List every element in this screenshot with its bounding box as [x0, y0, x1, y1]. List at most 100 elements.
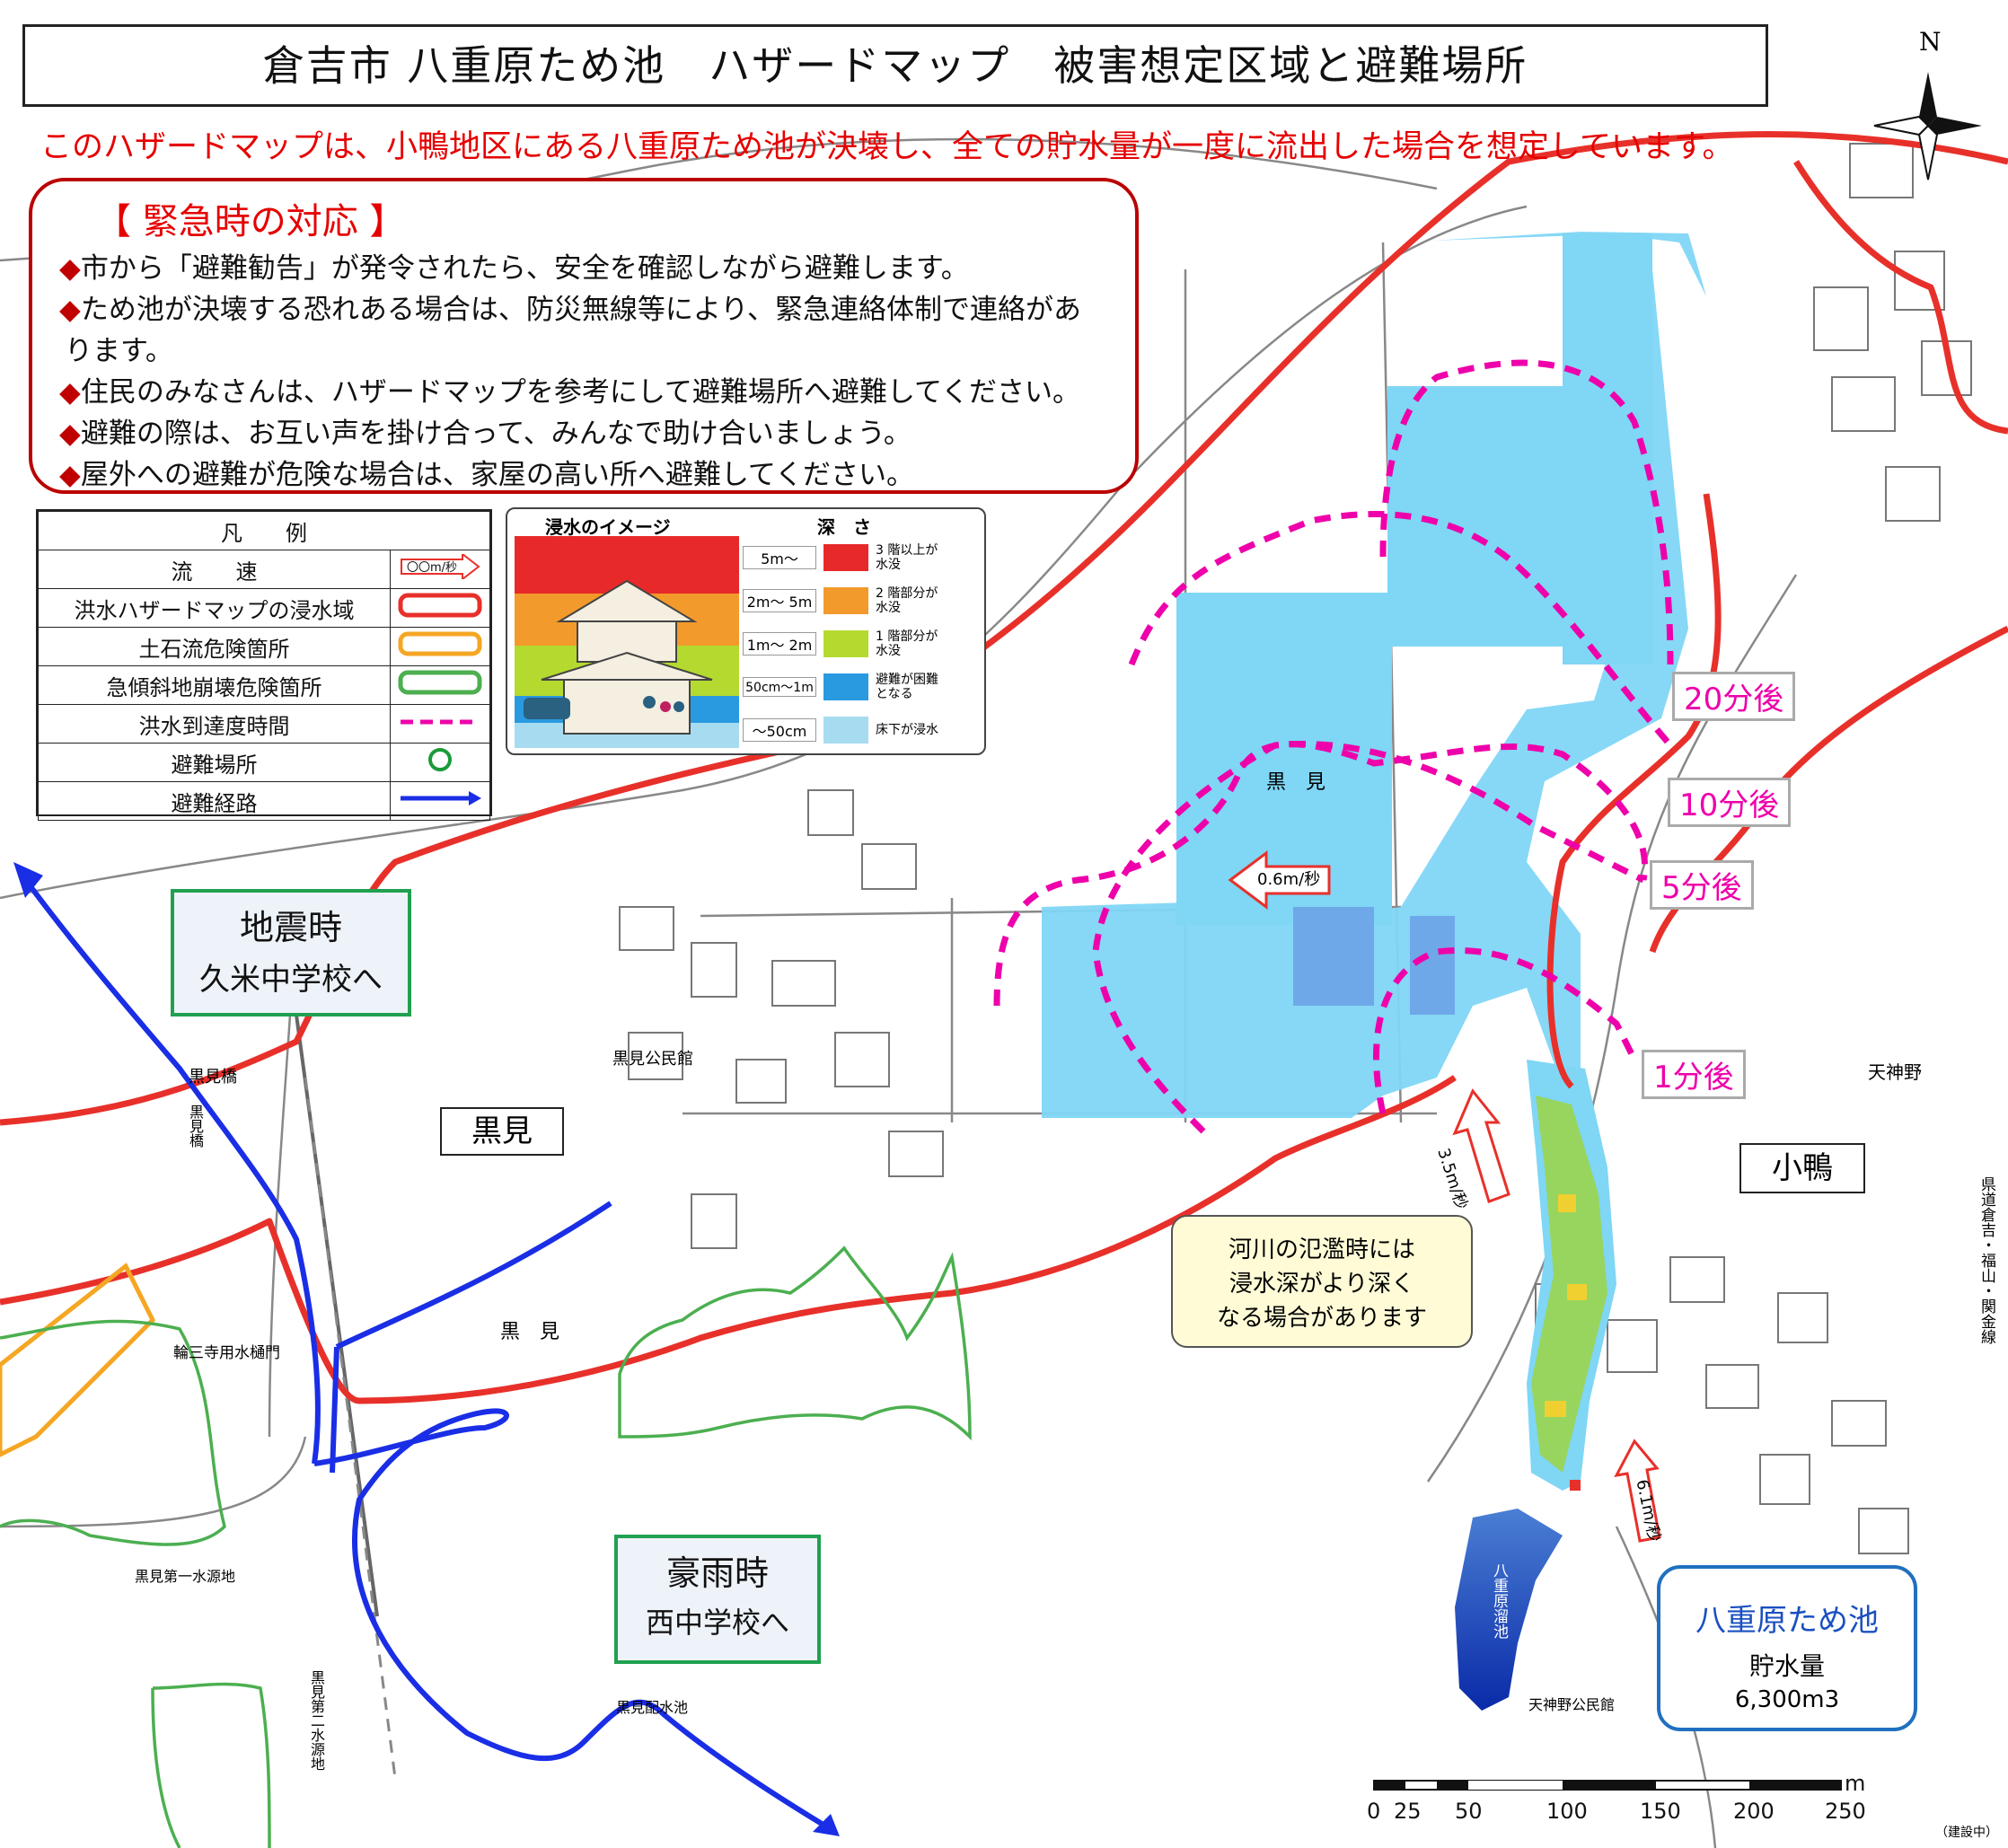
- earthquake-destination: 久米中学校へ: [199, 962, 383, 998]
- debris-flow-hazard: [0, 1263, 156, 1457]
- flood-area-swatch-icon: [390, 588, 490, 628]
- pond-capacity-value: 6,300m3: [1734, 1686, 1840, 1713]
- speed-arrow-icon: 〇〇m/秒: [390, 550, 490, 589]
- map-text-kuromi-1: 黒 見: [1266, 771, 1326, 794]
- diamond-bullet-icon: ◆: [59, 376, 81, 409]
- scale-label: 0: [1367, 1799, 1381, 1824]
- emergency-item: ◆市から「避難勧告」が発令されたら、安全を確認しながら避難します。: [59, 252, 969, 285]
- heavy-rain-destination: 西中学校へ: [645, 1606, 789, 1640]
- arrival-time-10min: 10分後: [1668, 778, 1792, 827]
- steep-slope-swatch-icon: [390, 665, 490, 705]
- scale-label: 250: [1825, 1799, 1866, 1824]
- emergency-response-panel: 【 緊急時の対応 】 ◆市から「避難勧告」が発令されたら、安全を確認しながら避難…: [29, 178, 1139, 494]
- compass-north-label: N: [1919, 27, 1942, 57]
- depth-desc: 1 階部分が水没: [876, 629, 938, 658]
- page-title: 倉吉市 八重原ため池 ハザードマップ 被害想定区域と避難場所: [22, 24, 1768, 107]
- place-label-kogamo: 小鴨: [1739, 1143, 1865, 1193]
- svg-text:〇〇m/秒: 〇〇m/秒: [407, 561, 457, 575]
- depth-desc: 床下が浸水: [876, 723, 938, 737]
- map-text-water-source-1: 黒見第一水源地: [135, 1568, 236, 1585]
- depth-desc: 3 階以上が水没: [876, 543, 938, 572]
- emergency-item: ◆住民のみなさんは、ハザードマップを参考にして避難場所へ避難してください。: [59, 376, 1081, 409]
- legend-label-steep-slope: 急傾斜地崩壊危険箇所: [38, 665, 391, 705]
- depth-levels: 5m～ 3 階以上が水没 2m～ 5m 2 階部分が水没 1m～ 2m 1 階部…: [743, 536, 983, 752]
- map-text-kuromi-hall: 黒見公民館: [612, 1050, 693, 1069]
- map-text-kuromi-2: 黒 見: [500, 1321, 560, 1343]
- map-text-wanji-gate: 輪三寺用水樋門: [173, 1344, 280, 1362]
- depth-range: 50cm～1m: [743, 677, 816, 697]
- emergency-heading: 【 緊急時の対応 】: [95, 201, 406, 242]
- depth-range: ～50cm: [743, 718, 816, 742]
- legend-title: 凡 例: [38, 511, 490, 550]
- compass-icon: [1873, 72, 1982, 180]
- river-overflow-note: 河川の氾濫時には 浸水深がより深く なる場合があります: [1171, 1215, 1473, 1348]
- scale-label: 50: [1455, 1799, 1483, 1824]
- depth-row: 2m～ 5m 2 階部分が水没: [743, 579, 983, 622]
- inundation-depth-panel: 浸水のイメージ 深 さ 5m～ 3 階以上が水没 2m～ 5m 2 階部分が水没…: [506, 507, 986, 755]
- page-subtitle: このハザードマップは、小鴨地区にある八重原ため池が決壊し、全ての貯水量が一度に流…: [40, 129, 1734, 165]
- legend-label-arrival-time: 洪水到達度時間: [38, 704, 391, 744]
- depth-range: 5m～: [743, 546, 816, 569]
- pond-capacity-label: 貯水量: [1748, 1651, 1825, 1681]
- map-text-tenjinno-hall: 天神野公民館: [1528, 1696, 1616, 1713]
- pond-map-label: 八重原溜池: [1490, 1562, 1508, 1639]
- arrival-time-lines: [993, 359, 1674, 1134]
- scale-label: 200: [1733, 1799, 1775, 1824]
- depth-color-swatch: [823, 673, 868, 700]
- legend-label-shelter: 避難場所: [38, 743, 391, 782]
- flood-inundation-area: [1042, 232, 1706, 1491]
- arrival-time-1min: 1分後: [1642, 1050, 1746, 1099]
- depth-row: 1m～ 2m 1 階部分が水没: [743, 622, 983, 665]
- depth-color-swatch: [823, 630, 868, 657]
- diamond-bullet-icon: ◆: [59, 459, 81, 491]
- map-text-reservoir: 黒見配水池: [616, 1699, 689, 1716]
- depth-row: 5m～ 3 階以上が水没: [743, 536, 983, 579]
- map-text-prefectural-road: 県道倉吉・福山・関金線: [1977, 1176, 1995, 1344]
- depth-range: 1m～ 2m: [743, 632, 816, 656]
- steep-slope-hazard: [0, 1245, 972, 1848]
- map-text-kuromi-bridge: 黒見橋: [189, 1068, 237, 1087]
- diamond-bullet-icon: ◆: [59, 418, 81, 450]
- depth-desc: 2 階部分が水没: [876, 586, 938, 615]
- scale-label: 25: [1394, 1799, 1422, 1824]
- speed-label-0-6: 0.6m/秒: [1257, 870, 1321, 889]
- depth-row: 50cm～1m 避難が困難となる: [743, 665, 983, 708]
- scale-label: 150: [1640, 1799, 1681, 1824]
- house-depth-illustration: [515, 536, 739, 748]
- pond-info-callout: 八重原ため池 貯水量 6,300m3: [1657, 1565, 1917, 1731]
- depth-color-swatch: [823, 544, 868, 571]
- map-text-tenjinno: 天神野: [1868, 1061, 1922, 1083]
- depth-range: 2m～ 5m: [743, 589, 816, 612]
- legend-label-route: 避難経路: [38, 781, 391, 821]
- depth-row: ～50cm 床下が浸水: [743, 708, 983, 752]
- heavy-rain-evacuation-callout: 豪雨時 西中学校へ: [614, 1535, 821, 1664]
- emergency-item-continuation: ります。: [65, 335, 173, 367]
- speed-arrows: [1228, 850, 1661, 1543]
- emergency-item: ◆屋外への避難が危険な場合は、家屋の高い所へ避難してください。: [59, 459, 914, 491]
- emergency-item: ◆避難の際は、お互い声を掛け合って、みんなで助け合いましょう。: [59, 418, 912, 450]
- legend-label-flood-area: 洪水ハザードマップの浸水域: [38, 588, 391, 628]
- legend-label-speed: 流 速: [38, 550, 391, 589]
- depth-column-title: 深 さ: [817, 516, 871, 538]
- depth-image-title: 浸水のイメージ: [545, 516, 671, 538]
- legend-label-debris-flow: 土石流危険箇所: [38, 627, 391, 666]
- arrival-time-line-icon: [390, 704, 490, 744]
- route-arrow-icon: [390, 781, 490, 821]
- debris-flow-swatch-icon: [390, 627, 490, 666]
- diamond-bullet-icon: ◆: [59, 294, 81, 326]
- earthquake-evacuation-callout: 地震時 久米中学校へ: [171, 889, 411, 1016]
- route-arrowheads: [13, 862, 840, 1836]
- emergency-item: ◆ため池が決壊する恐れある場合は、防災無線等により、緊急連絡体制で連絡があ: [59, 294, 1081, 326]
- depth-color-swatch: [823, 717, 868, 744]
- arrival-time-20min: 20分後: [1672, 672, 1796, 721]
- map-legend: 凡 例 流 速 〇〇m/秒 洪水ハザードマップの浸水域 土石流危険箇所 急傾斜地…: [36, 509, 492, 821]
- map-text-kuromi-bridge-vertical: 黒見橋: [187, 1104, 204, 1148]
- pond-name: 八重原ため池: [1695, 1603, 1879, 1639]
- heavy-rain-label: 豪雨時: [665, 1553, 769, 1593]
- map-text-under-construction: （建設中）: [1935, 1826, 1998, 1840]
- earthquake-label: 地震時: [239, 908, 342, 947]
- scale-label: 100: [1546, 1799, 1588, 1824]
- map-text-water-source-2: 黒見第二水源地: [308, 1670, 325, 1771]
- arrival-time-5min: 5分後: [1650, 860, 1754, 910]
- shelter-circle-icon: [390, 743, 490, 782]
